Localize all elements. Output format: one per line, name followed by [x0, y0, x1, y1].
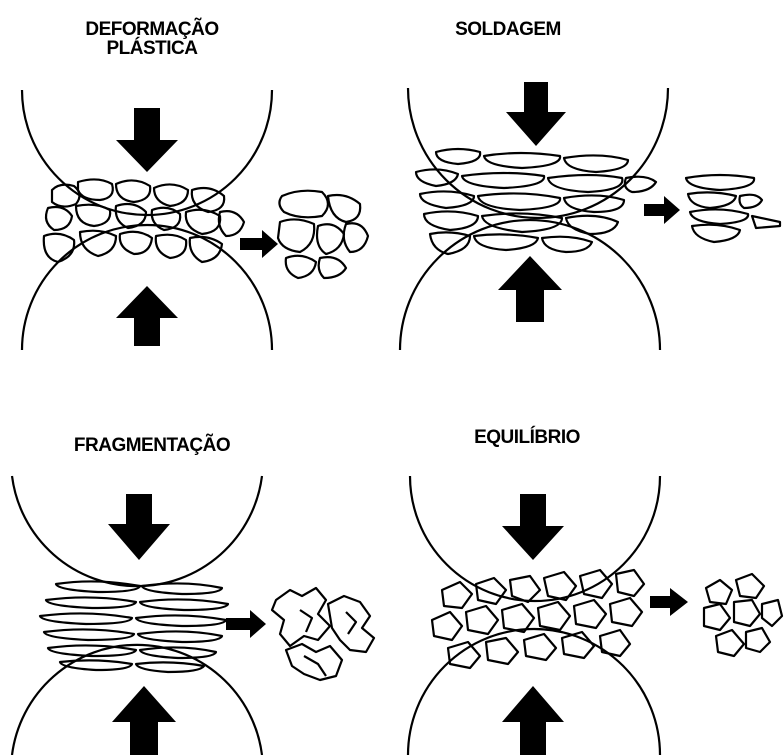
right-arrow: [240, 230, 278, 258]
down-arrow: [116, 108, 178, 172]
flattened-particles: [416, 149, 656, 254]
panel-equilibrio: [408, 476, 782, 755]
up-arrow: [498, 256, 562, 322]
right-arrow: [226, 610, 266, 638]
panel-fragmentacao: [12, 476, 374, 755]
down-arrow: [502, 494, 564, 560]
zoom-particles: [704, 574, 782, 656]
zoom-particles: [272, 588, 374, 680]
zoom-particles: [686, 175, 780, 242]
down-arrow: [506, 82, 566, 146]
up-arrow: [116, 286, 178, 346]
elongated-particles: [40, 581, 228, 672]
zoom-particles: [278, 191, 368, 278]
down-arrow: [108, 494, 170, 560]
right-arrow: [650, 588, 688, 616]
panel-soldagem: [400, 88, 780, 350]
up-arrow: [112, 686, 176, 755]
panel-deformacao-plastica: [22, 90, 368, 350]
equiaxed-particles: [432, 570, 644, 668]
right-arrow: [644, 196, 680, 224]
up-arrow: [502, 686, 564, 755]
